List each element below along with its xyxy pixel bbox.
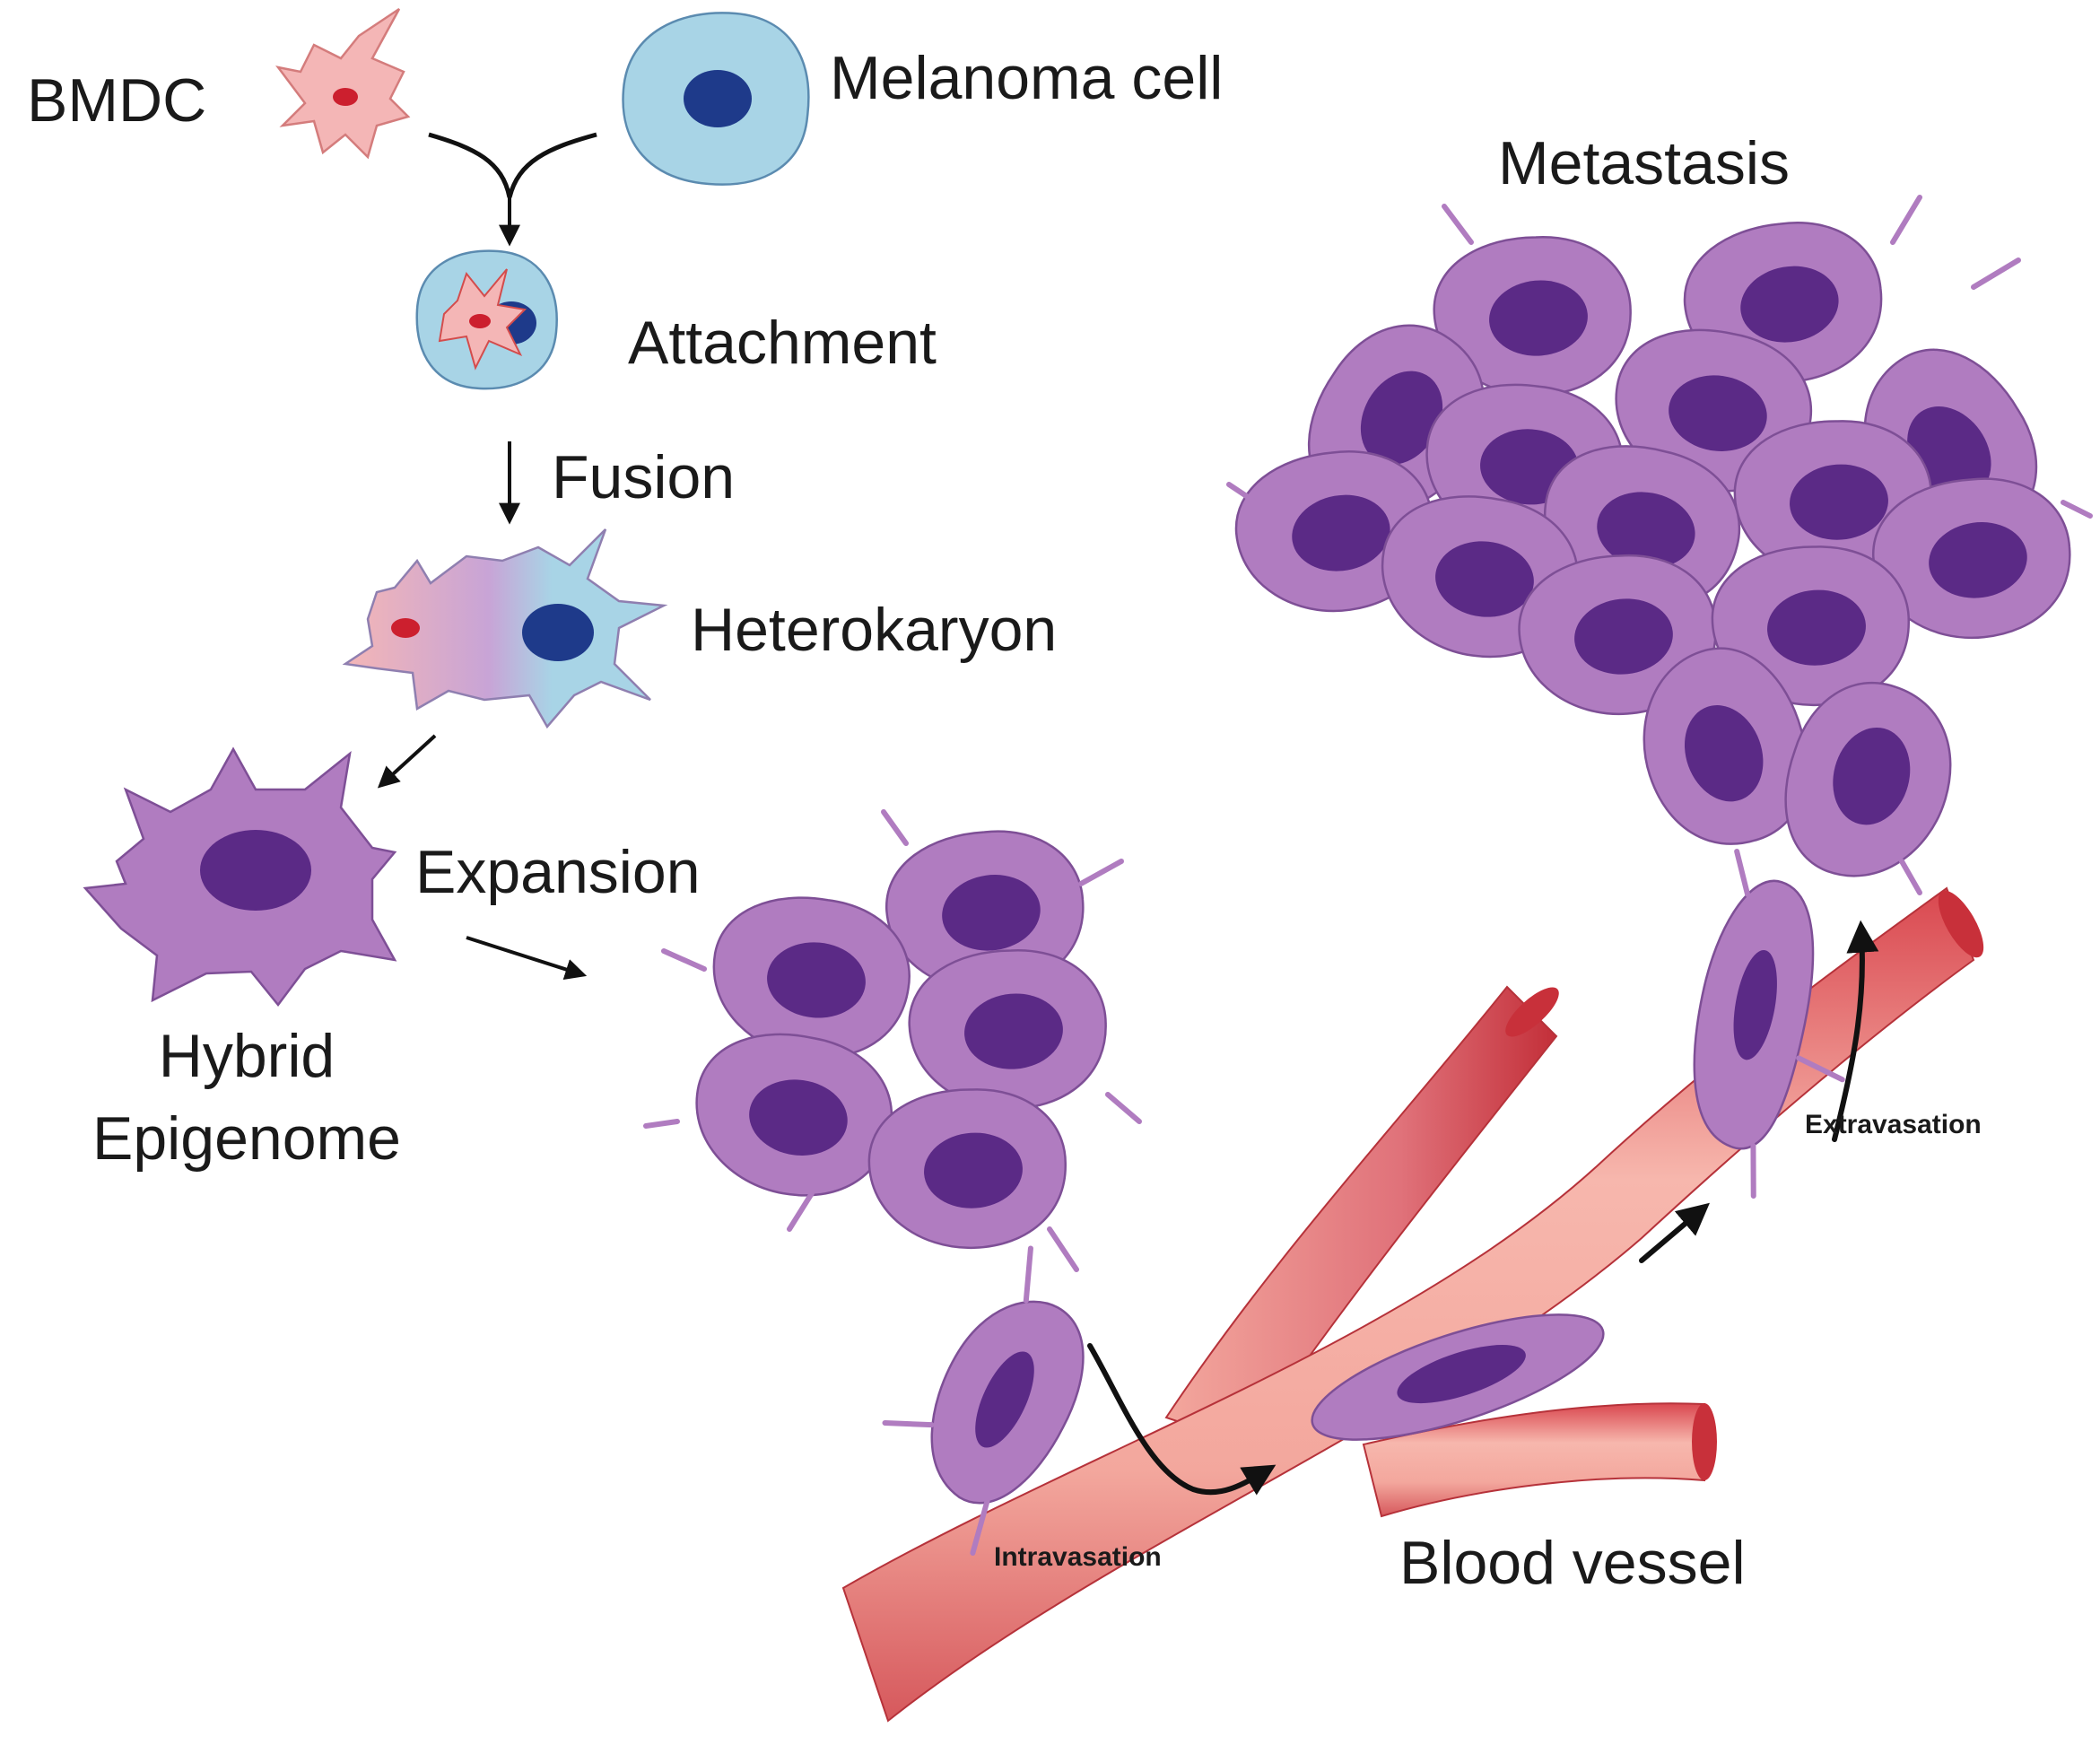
label-melanoma-cell: Melanoma cell (830, 44, 1223, 112)
label-hybrid-line2: Epigenome (92, 1104, 401, 1173)
melanoma-cell (622, 12, 810, 186)
extravasating-cell (1693, 848, 1845, 1200)
expansion-cluster (643, 809, 1142, 1272)
merge-arrow (428, 132, 597, 247)
heterokaryon-cell (342, 528, 668, 729)
dissemination-arrows (1087, 920, 1879, 1496)
label-metastasis: Metastasis (1498, 129, 1790, 197)
label-bmdc: BMDC (27, 66, 206, 135)
label-hybrid-line1: Hybrid (159, 1022, 335, 1090)
circulating-cell (1311, 1313, 1605, 1441)
blood-vessel (841, 886, 1984, 1723)
label-fusion: Fusion (552, 443, 735, 511)
hybrid-arrow (377, 734, 437, 789)
label-heterokaryon: Heterokaryon (691, 596, 1057, 664)
intravasating-cell (882, 1245, 1085, 1556)
attachment-cell (415, 249, 558, 390)
label-intravasation: Intravasation (994, 1542, 1162, 1572)
metastasis-cluster (1224, 195, 2093, 898)
expansion-arrow (466, 936, 588, 981)
label-extravasation: Extravasation (1805, 1110, 1982, 1139)
bmdc-cell (275, 7, 411, 160)
hybrid-cell (83, 746, 397, 1008)
label-blood-vessel: Blood vessel (1399, 1529, 1746, 1597)
label-attachment: Attachment (628, 309, 937, 377)
label-expansion: Expansion (415, 838, 701, 906)
